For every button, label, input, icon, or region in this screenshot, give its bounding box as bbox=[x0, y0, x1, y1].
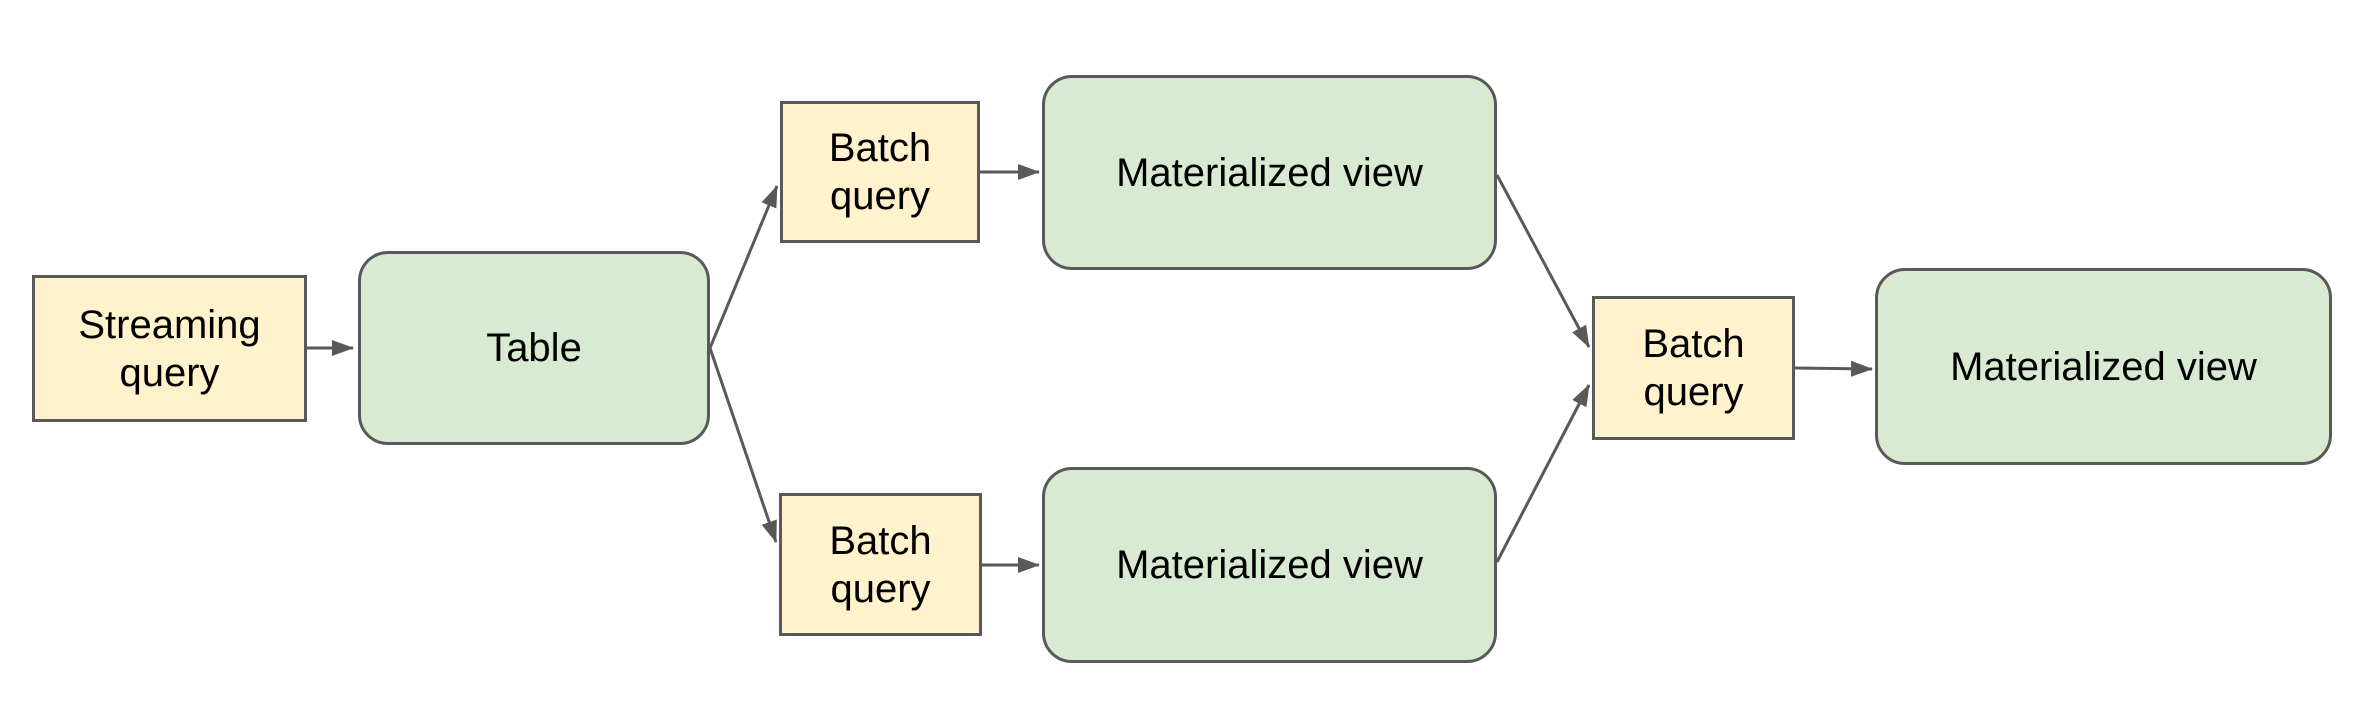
edge-mv-bottom-to-batch-query-final bbox=[1495, 384, 1591, 563]
node-batch-query-top: Batch query bbox=[780, 101, 980, 243]
node-batch-query-final: Batch query bbox=[1592, 296, 1795, 440]
node-streaming-query: Streaming query bbox=[32, 275, 307, 422]
edge-table-to-batch-query-top bbox=[708, 185, 779, 349]
node-label: Materialized view bbox=[1950, 344, 2257, 389]
node-label: Batch query bbox=[828, 126, 932, 218]
node-label: Batch query bbox=[829, 518, 932, 611]
edge-mv-top-to-batch-query-final bbox=[1495, 174, 1591, 348]
node-table: Table bbox=[358, 251, 710, 445]
node-materialized-view-final: Materialized view bbox=[1875, 268, 2332, 465]
edge-batch-query-final-to-mv-final bbox=[1794, 360, 1873, 377]
node-materialized-view-bottom: Materialized view bbox=[1042, 467, 1497, 663]
node-label: Materialized view bbox=[1116, 150, 1423, 195]
node-label: Batch query bbox=[1642, 322, 1745, 414]
node-label: Streaming query bbox=[78, 302, 261, 395]
node-batch-query-bottom: Batch query bbox=[779, 493, 982, 636]
node-label: Materialized view bbox=[1116, 543, 1423, 587]
node-materialized-view-top: Materialized view bbox=[1042, 75, 1497, 270]
node-label: Table bbox=[486, 326, 582, 370]
edge-table-to-batch-query-bottom bbox=[708, 347, 778, 543]
